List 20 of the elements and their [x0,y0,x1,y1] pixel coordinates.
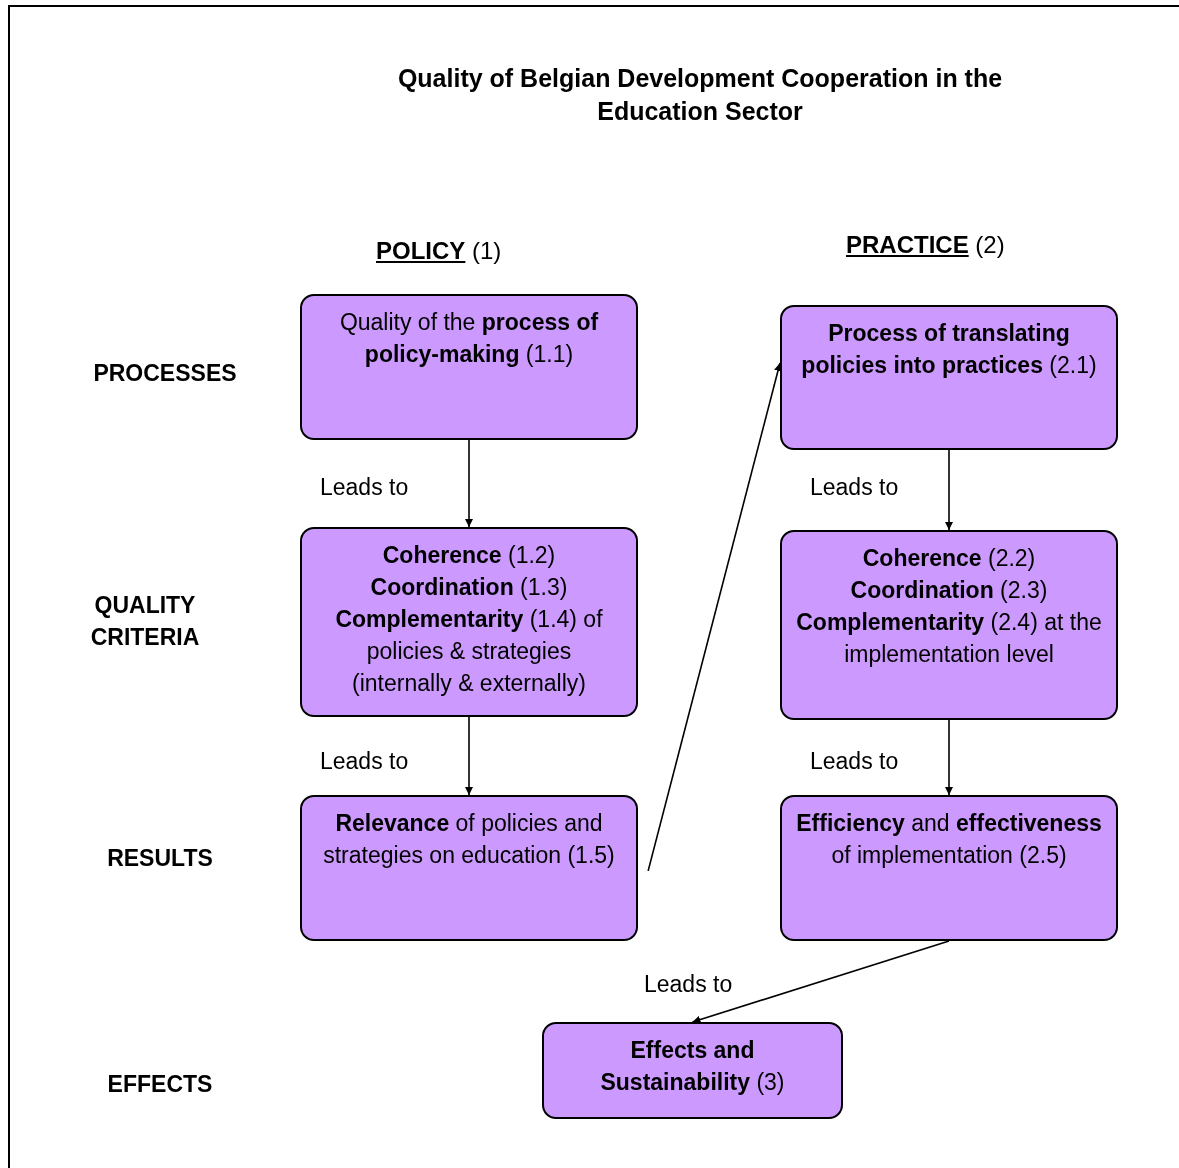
diagram-title: Quality of Belgian Development Cooperation in the Education Sector [396,63,1004,127]
row-label: EFFECTS [106,1070,214,1099]
arrow [465,716,473,796]
arrow [945,449,953,531]
column-heading: PRACTICE (2) [846,231,1005,259]
process-box: Relevance of policies and strategies on education (1.5) [300,795,638,941]
arrow [945,719,953,796]
process-box: Process of translating policies into practices (2.1) [780,305,1118,450]
process-box: Coherence (1.2) Coordination (1.3) Complementarity (1.4) of policies & strategies (internally & externally) [300,527,638,717]
row-label: QUALITY CRITERIA [89,591,201,652]
process-box: Efficiency and effectiveness of implementation (2.5) [780,795,1118,941]
row-label: PROCESSES [92,359,238,388]
process-box: Effects and Sustainability (3) [542,1022,843,1119]
column-heading: POLICY (1) [376,237,502,265]
arrow [691,940,950,1024]
row-label: RESULTS [106,844,214,873]
arrow [647,362,782,872]
process-box: Quality of the process of policy-making (1.1) [300,294,638,440]
arrow [465,439,473,528]
process-box: Coherence (2.2) Coordination (2.3) Complementarity (2.4) at the implementation level [780,530,1118,720]
